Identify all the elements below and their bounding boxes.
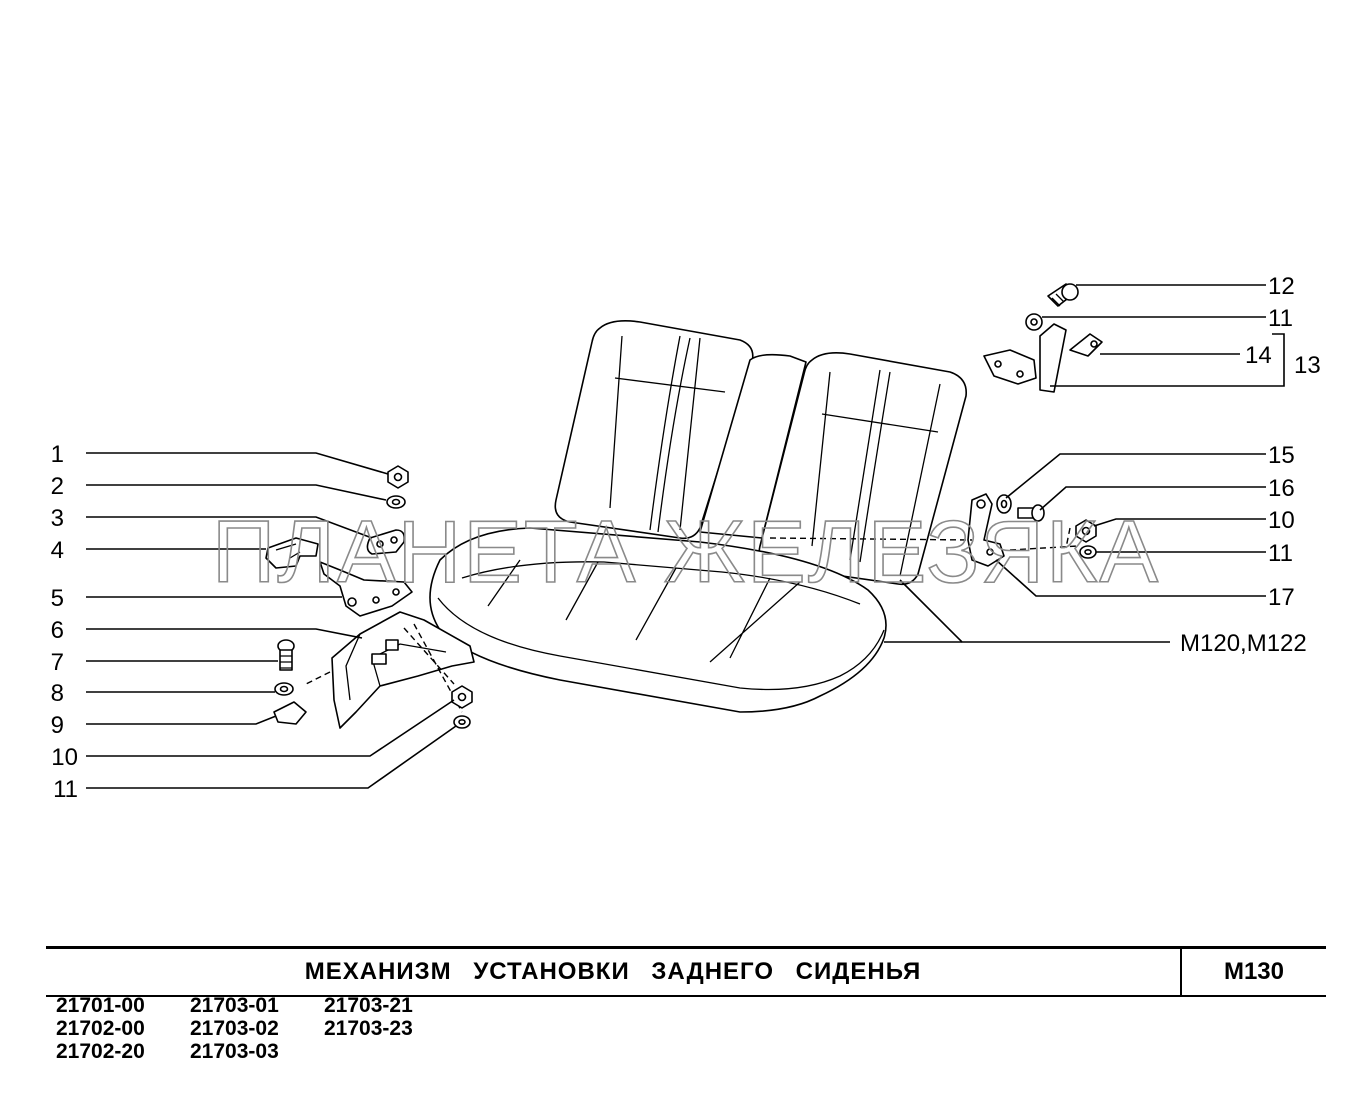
callout-11-top: 11 — [1268, 305, 1293, 332]
model-code: 21702-00 — [56, 1017, 145, 1040]
callout-13: 13 — [1294, 352, 1321, 379]
page-title: МЕХАНИЗМ УСТАНОВКИ ЗАДНЕГО СИДЕНЬЯ — [304, 958, 922, 985]
callout-1: 1 — [51, 441, 64, 468]
callout-4: 4 — [51, 537, 64, 564]
mount-part-6 — [331, 611, 475, 729]
washer-part-2 — [386, 495, 406, 509]
callout-5: 5 — [51, 585, 64, 612]
callout-10-right: 10 — [1268, 507, 1295, 534]
bracket-part-3 — [366, 529, 406, 555]
latch-part-4 — [265, 537, 319, 569]
rear-seat — [429, 320, 967, 713]
washer-part-11-left — [453, 715, 471, 729]
callout-15: 15 — [1268, 442, 1295, 469]
model-code: 21703-01 — [190, 994, 279, 1017]
leader-lines — [86, 284, 1285, 789]
bolt-part-16 — [1017, 504, 1045, 522]
latch-assembly-part-13 — [983, 323, 1103, 393]
washer-part-8 — [274, 682, 294, 696]
callout-10-left: 10 — [51, 744, 78, 771]
right-parts — [769, 283, 1103, 567]
callouts-right: 12 11 14 13 15 16 10 11 17 M120,M122 — [1180, 273, 1321, 657]
nut-part-1 — [387, 465, 409, 489]
hinge-plate-part-5 — [319, 561, 413, 617]
watermark: ПЛАНЕТА ЖЕЛЕЗЯКА — [212, 502, 1160, 601]
title-block: МЕХАНИЗМ УСТАНОВКИ ЗАДНЕГО СИДЕНЬЯ M130 — [46, 946, 1326, 997]
hinge-part-17 — [967, 493, 1005, 567]
callout-m120-m122: M120,M122 — [1180, 630, 1307, 657]
callout-6: 6 — [51, 617, 64, 644]
washer-part-15 — [996, 494, 1012, 514]
callout-3: 3 — [51, 505, 64, 532]
model-code: 21703-21 — [324, 994, 413, 1017]
nut-part-10-left — [451, 685, 473, 709]
callout-7: 7 — [51, 649, 64, 676]
callout-9: 9 — [51, 712, 64, 739]
diagram-code: M130 — [1223, 958, 1285, 985]
callout-8: 8 — [51, 680, 64, 707]
callout-14: 14 — [1245, 342, 1272, 369]
nut-part-10-right — [1075, 519, 1097, 543]
model-code: 21702-20 — [56, 1040, 145, 1063]
left-parts — [265, 465, 475, 729]
title-divider — [1180, 949, 1182, 995]
model-code — [324, 1040, 458, 1063]
model-code: 21703-23 — [324, 1017, 413, 1040]
callouts-left: 1 2 3 4 5 6 7 8 9 10 11 — [51, 441, 78, 803]
callout-16: 16 — [1268, 475, 1295, 502]
callout-12: 12 — [1268, 273, 1295, 300]
callout-17: 17 — [1268, 584, 1295, 611]
callout-2: 2 — [51, 473, 64, 500]
callout-11-left: 11 — [53, 776, 78, 803]
bolt-part-12 — [1047, 283, 1079, 307]
model-code: 21703-02 — [190, 1017, 279, 1040]
model-code: 21703-03 — [190, 1040, 279, 1063]
clip-part-9 — [273, 701, 307, 725]
callout-11-right: 11 — [1268, 540, 1293, 567]
model-codes: 21701-00 21703-01 21703-21 21702-00 2170… — [56, 994, 458, 1063]
model-code: 21701-00 — [56, 994, 145, 1017]
star-washer-part-11 — [1025, 313, 1043, 331]
bolt-part-7 — [277, 639, 295, 671]
